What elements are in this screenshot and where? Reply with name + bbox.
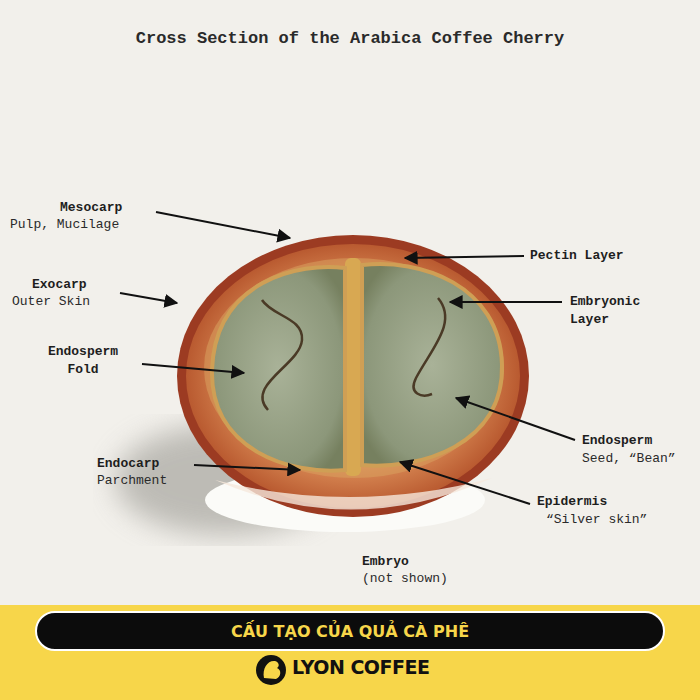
endosperm-fold [414,298,446,395]
part-note: Pulp, Mucilage [10,216,119,234]
leader-line [194,465,300,470]
leader-line [450,301,562,303]
part-note: (not shown) [362,570,448,588]
part-name: Endocarp [97,455,159,473]
center-cut [345,258,361,476]
title-banner: CẤU TẠO CỦA QUẢ CÀ PHÊ [35,611,665,651]
left-bean [212,267,345,471]
part-name: Pectin Layer [530,247,624,265]
banner-text: CẤU TẠO CỦA QUẢ CÀ PHÊ [231,622,469,641]
logo-rooster [264,661,281,679]
part-note: Outer Skin [12,293,90,311]
footer-band [0,605,700,700]
part-name: Exocarp [32,276,87,294]
logo-icon [256,655,286,685]
part-name: Mesocarp [60,199,122,217]
pectin-layer [204,258,504,478]
part-name: Embryo [362,553,409,571]
diagram-title: Cross Section of the Arabica Coffee Cher… [136,30,564,48]
part-name: Epidermis [537,493,607,511]
endosperm-fold [262,300,302,410]
exocarp [177,235,529,517]
brand-watermark: LYON COFFEE [292,658,429,676]
part-note: Parchment [97,472,167,490]
part-name: Endosperm Fold [42,343,124,379]
right-bean [362,264,502,466]
part-note: “Silver skin” [546,511,647,529]
part-name: Endosperm [582,432,652,450]
leader-line [120,293,177,303]
leader-line [142,364,244,373]
part-name: Embryonic Layer [570,293,652,329]
leader-line [400,462,530,504]
leader-line [156,212,290,238]
leader-lines [120,212,575,504]
leader-line [456,398,575,440]
leader-line [405,256,524,258]
cut-edge [215,478,492,510]
mesocarp [186,244,520,508]
part-note: Seed, “Bean” [582,450,676,468]
